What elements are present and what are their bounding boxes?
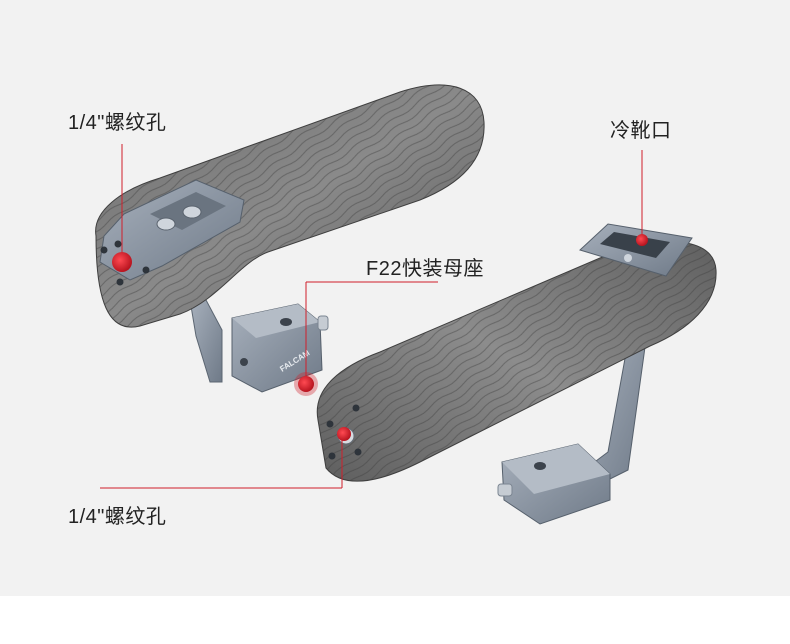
left-handle: FALCAM <box>95 84 485 393</box>
label-cold-shoe: 冷靴口 <box>610 120 672 142</box>
f22-mount-block: FALCAM <box>231 303 329 393</box>
marker-top-left-hole <box>112 252 132 272</box>
right-handle <box>316 223 717 525</box>
bottom-whitespace <box>0 596 790 644</box>
marker-bottom-left-hole <box>337 427 351 441</box>
label-f22-mount: F22快装母座 <box>366 258 484 280</box>
marker-f22-mount <box>298 376 314 392</box>
bottom-mount-block <box>497 443 611 525</box>
callout-lines <box>100 144 643 489</box>
marker-cold-shoe <box>636 234 648 246</box>
label-bottom-left-hole: 1/4"螺纹孔 <box>68 506 167 528</box>
label-top-left-hole: 1/4"螺纹孔 <box>68 112 167 134</box>
